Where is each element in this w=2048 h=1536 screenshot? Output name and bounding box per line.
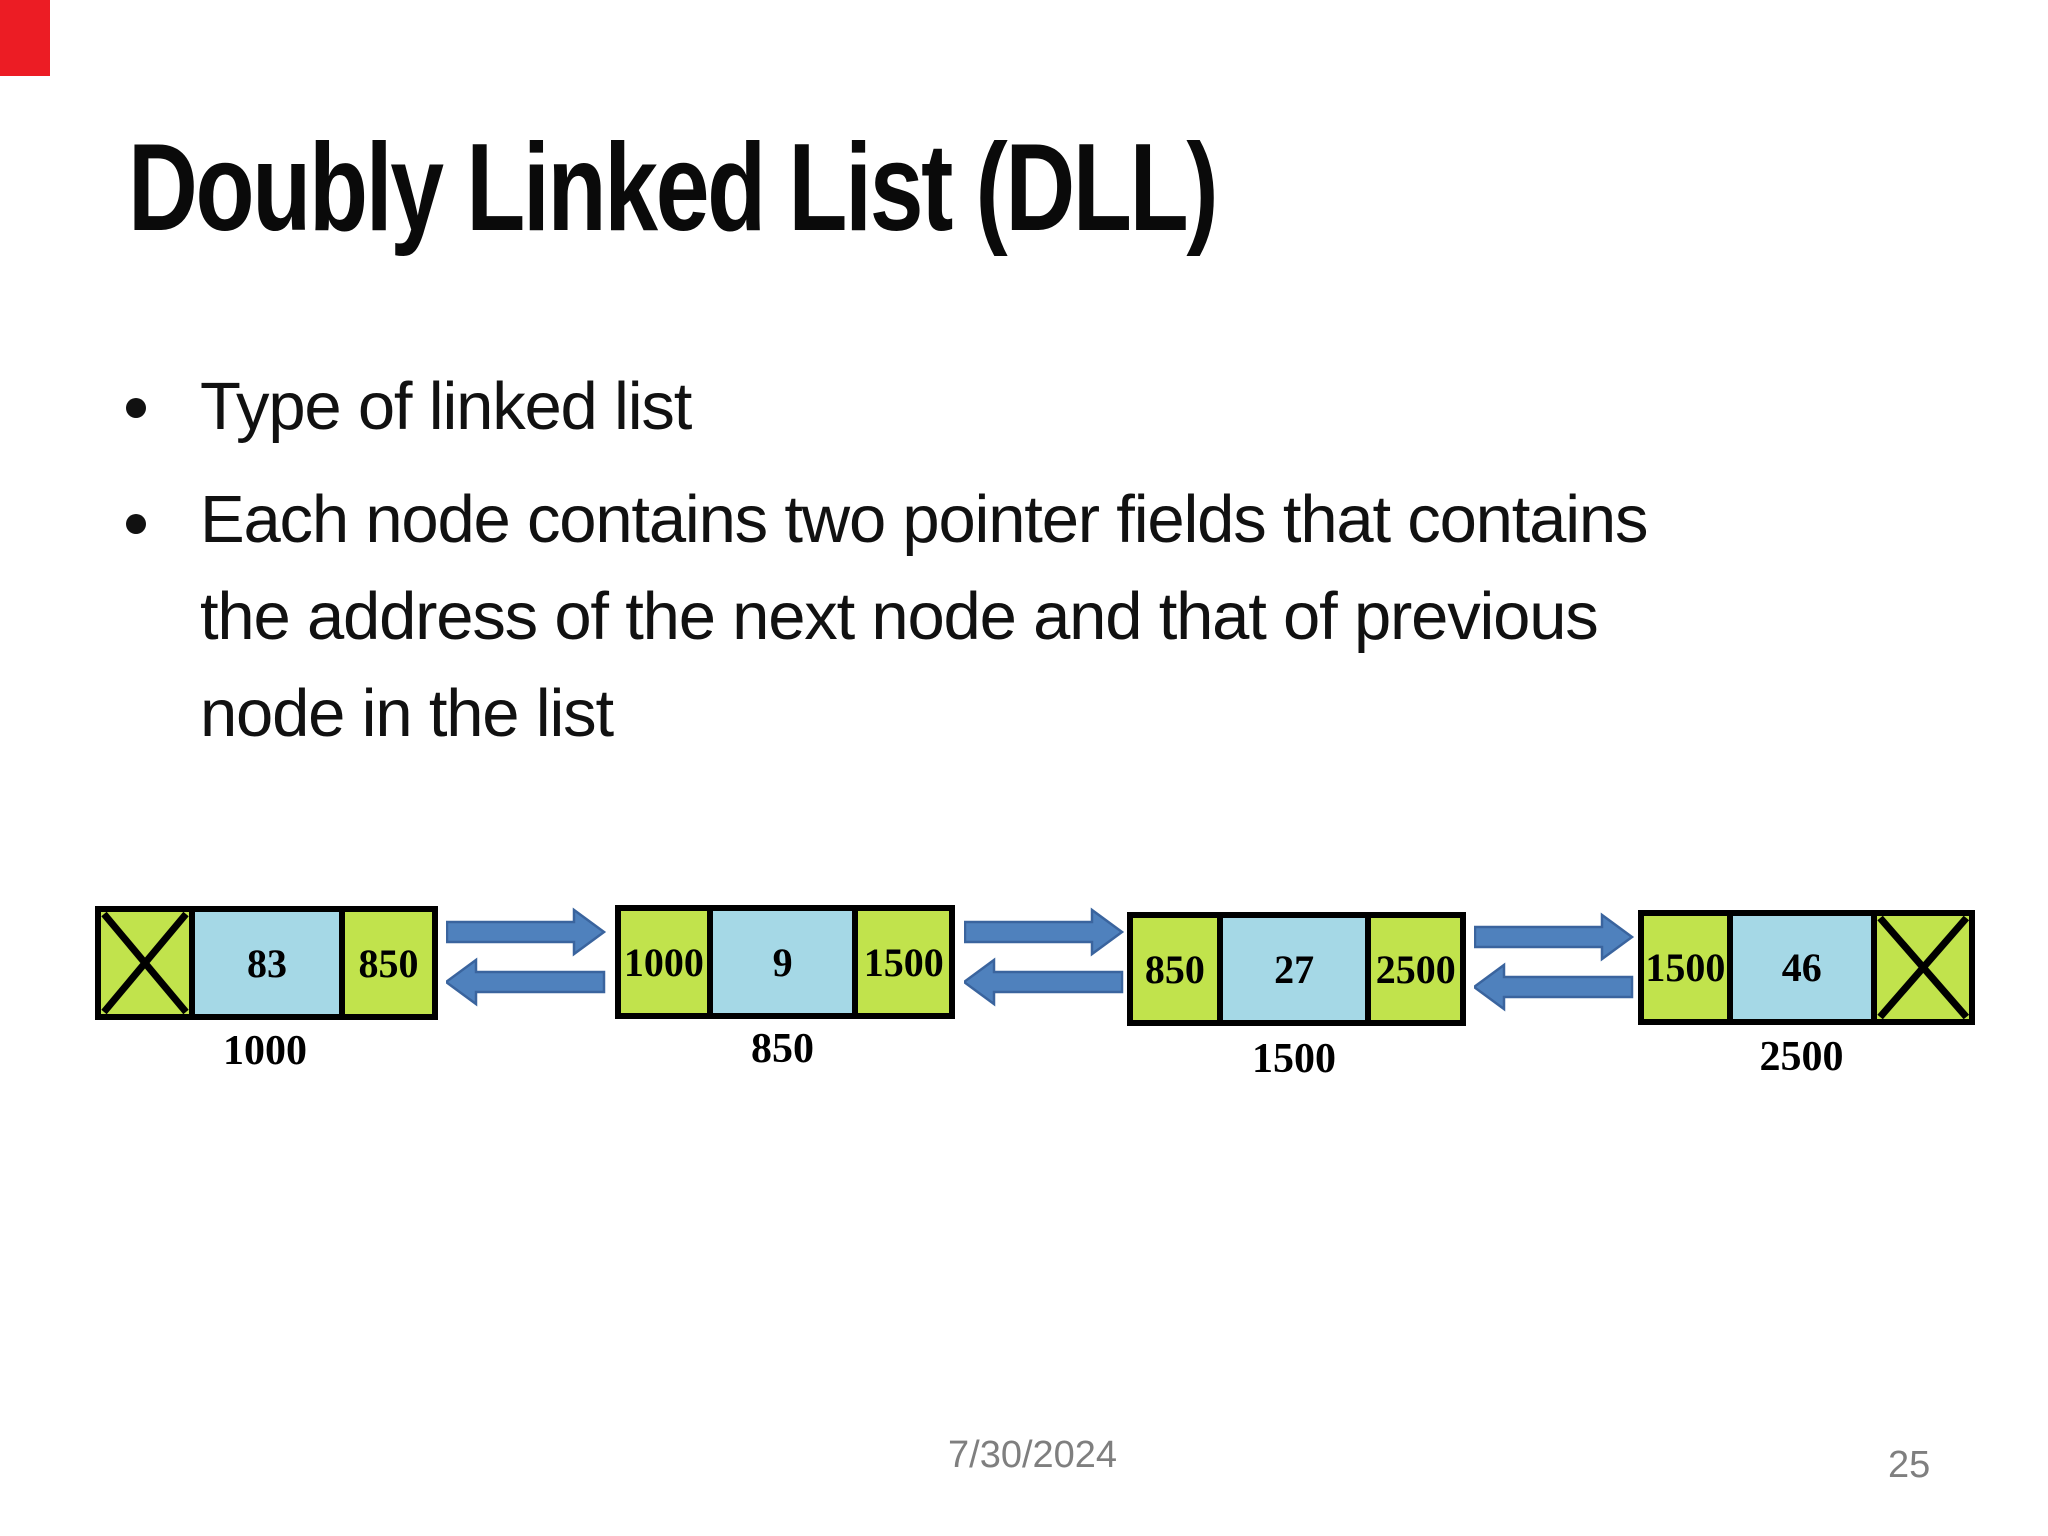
dll-node: 850 27 2500 (1127, 912, 1466, 1026)
data-cell: 83 (189, 912, 339, 1014)
prev-pointer-cell: 1000 (621, 911, 707, 1013)
node-address-label: 1000 (223, 1028, 307, 1074)
prev-arrow-icon (964, 957, 1124, 1007)
bullet-line: node in the list (200, 676, 614, 751)
next-arrow-icon (964, 907, 1125, 957)
dll-node: 1000 9 1500 (615, 905, 955, 1019)
next-pointer-cell: 1500 (852, 911, 949, 1013)
prev-pointer-cell (101, 912, 189, 1014)
data-cell: 27 (1216, 918, 1366, 1020)
bullet-dot (126, 514, 146, 534)
null-x-icon (101, 912, 189, 1014)
page-title: Doubly Linked List (DLL) (128, 126, 1523, 250)
red-corner-mark (0, 0, 50, 76)
bullet-item: Type of linked list (200, 358, 692, 455)
node-address-label: 850 (751, 1026, 814, 1072)
page-number: 25 (1888, 1444, 1931, 1486)
bullet-item: Each node contains two pointer fields th… (200, 471, 1648, 762)
node-address-label: 2500 (1759, 1034, 1844, 1080)
bullet-line: Type of linked list (200, 369, 692, 444)
dll-node: 1500 46 (1638, 910, 1975, 1025)
next-pointer-cell: 850 (339, 912, 432, 1014)
null-x-icon (1876, 916, 1969, 1019)
prev-arrow-icon (446, 957, 606, 1007)
page-title-text: Doubly Linked List (DLL) (128, 119, 1219, 257)
next-arrow-icon (1474, 912, 1635, 962)
bullet-dot (126, 398, 146, 418)
prev-arrow-icon (1474, 962, 1634, 1012)
prev-pointer-cell: 1500 (1644, 916, 1727, 1019)
next-pointer-cell: 2500 (1365, 918, 1460, 1020)
node-address-label: 1500 (1252, 1036, 1336, 1082)
next-pointer-cell (1870, 916, 1969, 1019)
next-arrow-icon (446, 907, 607, 957)
data-cell: 46 (1726, 916, 1871, 1019)
bullet-line: Each node contains two pointer fields th… (200, 482, 1648, 557)
bullet-line: the address of the next node and that of… (200, 579, 1599, 654)
data-cell: 9 (706, 911, 853, 1013)
prev-pointer-cell: 850 (1133, 918, 1217, 1020)
footer-date: 7/30/2024 (948, 1434, 1118, 1476)
dll-node: 83 850 (95, 906, 438, 1020)
